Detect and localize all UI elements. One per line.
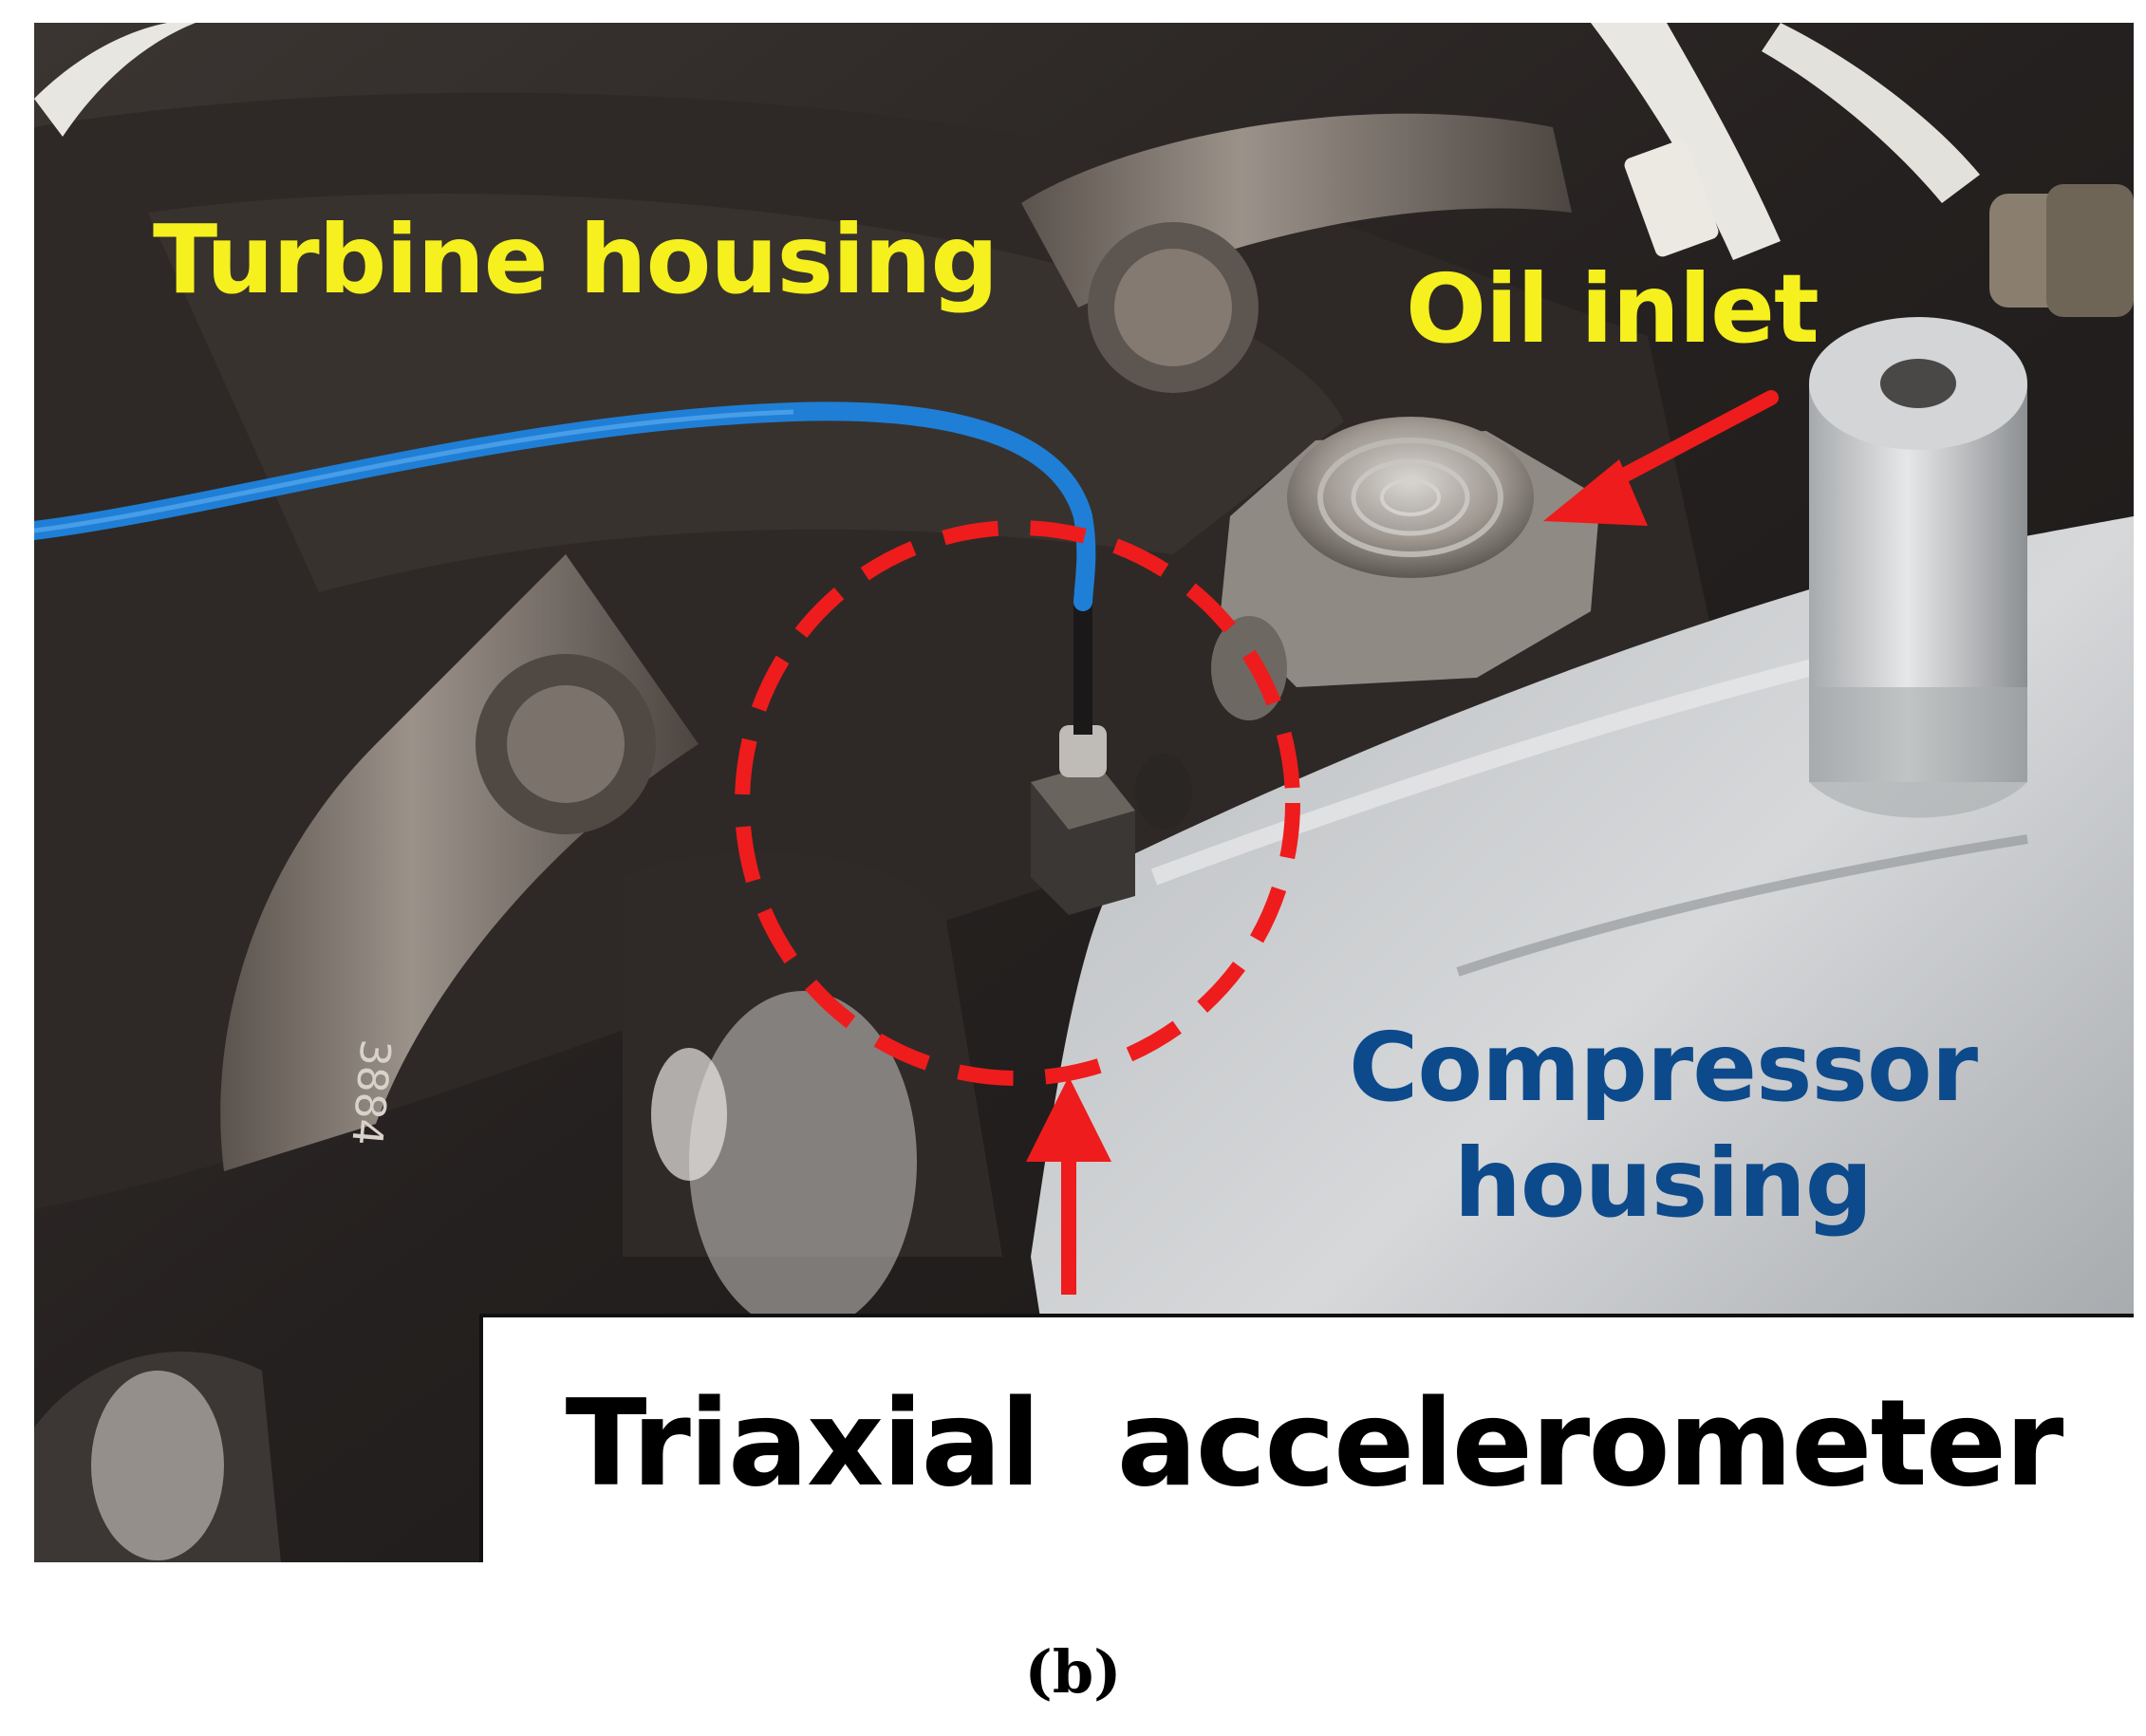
oil-inlet-arrow	[1543, 390, 1779, 526]
sensor-highlight-circle	[735, 520, 1300, 1086]
accelerometer-caption: Triaxial accelerometer	[565, 1372, 2064, 1513]
turbocharger-photo: 3884 Turbine housin	[34, 23, 2134, 1562]
accelerometer-caption-box: Triaxial accelerometer	[479, 1314, 2134, 1562]
accelerometer-sensor	[1031, 592, 1192, 915]
oil-inlet-label: Oil inlet	[1406, 253, 1819, 364]
sensor-arrow	[1026, 1076, 1111, 1295]
engraving-text: 3884	[342, 1037, 400, 1148]
turbine-housing-label: Turbine housing	[153, 204, 998, 315]
panel-label: (b)	[1024, 1637, 1122, 1707]
compressor-housing-label: Compressor housing	[1349, 1010, 1978, 1241]
photo-illustration: 3884	[34, 23, 2134, 1562]
compressor-label-line1: Compressor	[1349, 1012, 1978, 1123]
compressor-label-line2: housing	[1453, 1128, 1874, 1239]
